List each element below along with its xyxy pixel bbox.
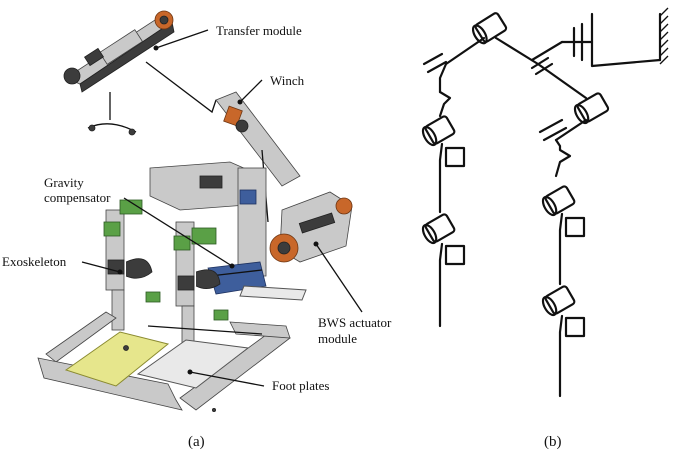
gravity-compensator-graphic — [207, 261, 307, 301]
bws-actuator-graphic — [269, 191, 353, 263]
label-foot-plates: Foot plates — [272, 378, 329, 393]
leader-lines — [81, 29, 363, 387]
prismatic-support — [530, 12, 662, 68]
foot-plates-graphic — [37, 311, 291, 412]
leg-right — [541, 138, 586, 398]
hip-revolute-right — [538, 92, 610, 142]
label-transfer-module: Transfer module — [216, 23, 302, 38]
label-exoskeleton: Exoskeleton — [2, 254, 67, 269]
prismatic-marks-right — [530, 56, 554, 76]
panel-b-kinematic-schematic — [421, 7, 669, 398]
pelvis-link-right — [494, 36, 588, 100]
label-bws-actuator-line1: BWS actuator — [318, 315, 392, 330]
label-gravity-compensator-line2: compensator — [44, 190, 111, 205]
caption-panel-b: (b) — [544, 434, 562, 450]
label-gravity-compensator-line1: Gravity — [44, 175, 84, 190]
exoskeleton-graphic — [103, 199, 229, 345]
transfer-module-graphic — [63, 10, 175, 136]
panel-a-cad-render — [37, 10, 353, 412]
frame-graphic — [149, 161, 267, 277]
pelvis-link-left — [438, 36, 486, 94]
caption-panel-a: (a) — [188, 434, 205, 450]
hip-revolute-top — [471, 12, 508, 45]
ground-support — [658, 7, 669, 65]
label-winch: Winch — [270, 73, 305, 88]
winch-graphic — [145, 61, 301, 223]
leg-left — [421, 90, 466, 328]
prismatic-marks-left — [422, 52, 448, 74]
label-bws-actuator-line2: module — [318, 331, 357, 346]
